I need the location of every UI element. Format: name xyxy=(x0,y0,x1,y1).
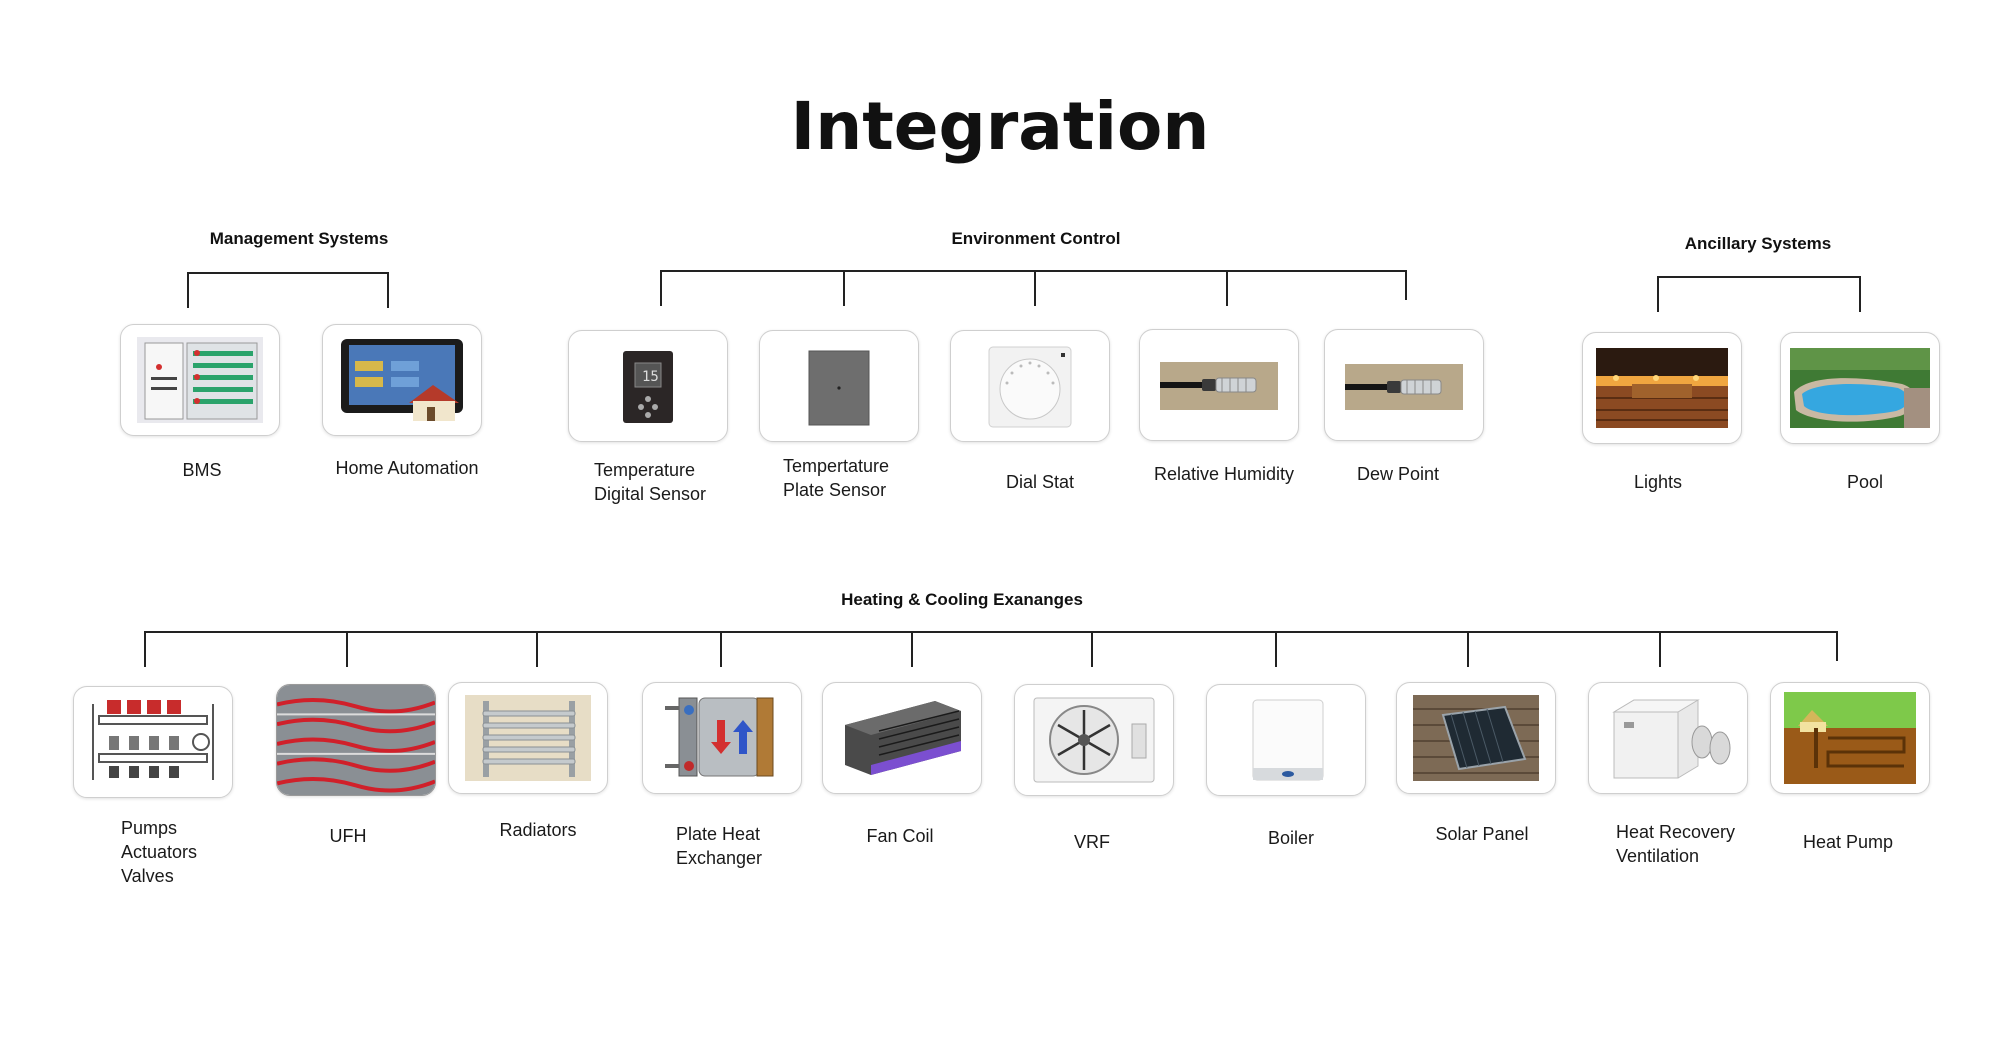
heat-pump-label: Heat Pump xyxy=(1802,832,1894,852)
dial-stat-label: Dial Stat xyxy=(1005,472,1075,492)
ancillary-bracket-drop xyxy=(1859,276,1861,312)
ufh-label: UFH xyxy=(329,826,367,846)
bms-label: BMS xyxy=(182,460,222,480)
temperature-digital-sensor-card[interactable]: 15 xyxy=(568,330,728,442)
ancillary-bracket-drop xyxy=(1657,276,1659,312)
lights-card[interactable] xyxy=(1582,332,1742,444)
plate-heat-exchanger-icon xyxy=(665,697,774,777)
vrf-label: VRF xyxy=(1074,832,1110,852)
environment-control-title: Environment Control xyxy=(951,229,1121,248)
plate-sensor-card[interactable] xyxy=(759,330,919,442)
plate-sensor-icon xyxy=(808,350,870,426)
ground-heat-pump-icon xyxy=(1784,692,1916,784)
ancillary-systems-title: Ancillary Systems xyxy=(1684,234,1832,253)
dial-thermostat-icon xyxy=(988,346,1072,428)
environment-bracket-bar xyxy=(660,270,1407,272)
solar-panel-icon xyxy=(1413,695,1539,781)
heating-bracket-drop xyxy=(1659,631,1661,667)
underfloor-heating-icon xyxy=(277,685,435,795)
bms-panel-icon xyxy=(137,337,263,423)
home-automation-card[interactable] xyxy=(322,324,482,436)
fan-coil-card[interactable] xyxy=(822,682,982,794)
heating-bracket-drop xyxy=(536,631,538,667)
pumps-actuators-valves-label: Pumps Actuators Valves xyxy=(121,818,198,886)
boiler-card[interactable] xyxy=(1206,684,1366,796)
manifold-icon xyxy=(92,700,214,780)
ufh-card[interactable] xyxy=(276,684,436,796)
environment-bracket-drop xyxy=(660,270,662,306)
heating-bracket-drop xyxy=(1467,631,1469,667)
pumps-actuators-valves-card[interactable] xyxy=(73,686,233,798)
environment-bracket-drop xyxy=(1226,270,1228,306)
relative-humidity-card[interactable] xyxy=(1139,329,1299,441)
bms-card[interactable] xyxy=(120,324,280,436)
heating-bracket-drop xyxy=(911,631,913,667)
page-title: Integration xyxy=(790,88,1210,165)
dial-stat-card[interactable] xyxy=(950,330,1110,442)
management-bracket-bar xyxy=(187,272,389,274)
dew-point-label: Dew Point xyxy=(1356,464,1440,484)
pool-card[interactable] xyxy=(1780,332,1940,444)
fan-coil-icon xyxy=(845,701,961,775)
heat-pump-card[interactable] xyxy=(1770,682,1930,794)
pool-icon xyxy=(1790,348,1930,428)
deck-lights-icon xyxy=(1596,348,1728,428)
relative-humidity-label: Relative Humidity xyxy=(1153,464,1295,484)
home-automation-tablet-icon xyxy=(341,339,463,421)
lights-label: Lights xyxy=(1633,472,1683,492)
dew-point-probe-icon xyxy=(1345,364,1463,410)
temperature-digital-sensor-label: Temperature Digital Sensor xyxy=(594,460,707,504)
plate-heat-exchanger-label: Plate Heat Exchanger xyxy=(676,824,763,868)
heat-recovery-ventilation-label: Heat Recovery Ventilation xyxy=(1616,822,1736,866)
heating-bracket-bar xyxy=(144,631,1838,633)
humidity-probe-icon xyxy=(1160,362,1278,410)
management-bracket-drop xyxy=(387,272,389,308)
heat-recovery-unit-icon xyxy=(1612,699,1731,779)
environment-bracket-drop xyxy=(1405,270,1407,300)
plate-heat-exchanger-card[interactable] xyxy=(642,682,802,794)
environment-bracket-drop xyxy=(1034,270,1036,306)
radiators-card[interactable] xyxy=(448,682,608,794)
solar-panel-label: Solar Panel xyxy=(1435,824,1529,844)
solar-panel-card[interactable] xyxy=(1396,682,1556,794)
dew-point-card[interactable] xyxy=(1324,329,1484,441)
heating-cooling-title: Heating & Cooling Exananges xyxy=(841,590,1083,609)
heating-bracket-drop xyxy=(1091,631,1093,667)
fan-coil-label: Fan Coil xyxy=(866,826,934,846)
heating-bracket-drop xyxy=(144,631,146,667)
radiators-label: Radiators xyxy=(499,820,577,840)
svg-text:15: 15 xyxy=(642,369,659,385)
digital-thermostat-icon: 15 xyxy=(623,351,673,423)
plate-sensor-label: Tempertature Plate Sensor xyxy=(783,456,890,500)
heat-recovery-ventilation-card[interactable] xyxy=(1588,682,1748,794)
boiler-label: Boiler xyxy=(1267,828,1315,848)
towel-radiator-icon xyxy=(465,695,591,781)
environment-bracket-drop xyxy=(843,270,845,306)
heating-bracket-drop xyxy=(1836,631,1838,661)
vrf-unit-icon xyxy=(1033,697,1155,783)
pool-label: Pool xyxy=(1846,472,1884,492)
heating-bracket-drop xyxy=(1275,631,1277,667)
ancillary-bracket-bar xyxy=(1657,276,1861,278)
heating-bracket-drop xyxy=(346,631,348,667)
vrf-card[interactable] xyxy=(1014,684,1174,796)
home-automation-label: Home Automation xyxy=(335,458,479,478)
management-bracket-drop xyxy=(187,272,189,308)
boiler-icon xyxy=(1252,699,1324,781)
heating-bracket-drop xyxy=(720,631,722,667)
management-systems-title: Management Systems xyxy=(209,229,389,248)
